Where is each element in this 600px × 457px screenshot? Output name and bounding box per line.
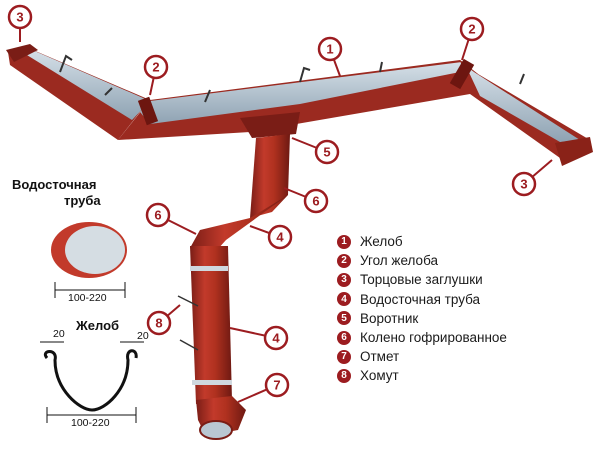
- legend-label: Колено гофрированное: [360, 330, 507, 346]
- callout-circle: [317, 36, 343, 62]
- legend-label: Отмет: [360, 349, 400, 365]
- callout-circle: [143, 54, 169, 80]
- callout-circle: [145, 202, 171, 228]
- callout-circle: [314, 139, 340, 165]
- legend-number: 4: [337, 292, 351, 307]
- legend-item: 5 Воротник: [337, 309, 599, 328]
- legend-label: Воротник: [360, 310, 419, 326]
- legend-number: 1: [337, 234, 351, 249]
- end-cap-left: [6, 44, 38, 62]
- gutter-assembly: [6, 44, 593, 166]
- gutter-section-dim-right: 20: [137, 330, 149, 342]
- callout-circle: [264, 372, 290, 398]
- callout-number: 6: [154, 208, 161, 223]
- callout-number: 1: [326, 42, 333, 57]
- parts-legend: 1 Желоб 2 Угол желоба 3 Торцовые заглушки 4…: [337, 232, 599, 386]
- gutter-angle-joint-right: [449, 58, 475, 90]
- downpipe-upper: [250, 134, 290, 218]
- downpipe-lower: [190, 246, 232, 404]
- legend-number: 3: [337, 272, 351, 287]
- pipe-clamps: [190, 266, 232, 385]
- pipe-section-dimension: 100-220: [68, 292, 107, 304]
- legend-item: 8 Хомут: [337, 366, 599, 385]
- callout-number: 2: [468, 22, 475, 37]
- gutter-right-inner: [466, 66, 580, 142]
- legend-number: 6: [337, 330, 351, 345]
- legend-number: 5: [337, 311, 351, 326]
- gutter-left-segment: [8, 47, 150, 140]
- callout-number: 4: [272, 331, 280, 346]
- clamp-fixings: [177, 295, 199, 351]
- gutter-center-inner: [140, 62, 470, 124]
- legend-item: 2 Угол желоба: [337, 251, 599, 270]
- legend-number: 8: [337, 368, 351, 383]
- callout-number: 5: [323, 145, 330, 160]
- pipe-section-title-line2: труба: [64, 193, 101, 208]
- end-cap-right: [555, 137, 593, 166]
- callout-circle: [263, 325, 289, 351]
- gutter-angle-joint-left: [137, 96, 159, 126]
- callout-number: 3: [520, 177, 527, 192]
- callout-circle: [303, 188, 329, 214]
- callout-circle: [459, 16, 485, 42]
- legend-item: 1 Желоб: [337, 232, 599, 251]
- legend-label: Угол желоба: [360, 253, 438, 269]
- legend-item: 3 Торцовые заглушки: [337, 270, 599, 289]
- gutter-section-dim-left: 20: [53, 328, 65, 340]
- legend-item: 4 Водосточная труба: [337, 290, 599, 309]
- legend-label: Торцовые заглушки: [360, 272, 483, 288]
- gutter-left-inner: [22, 49, 150, 120]
- downpipe-assembly: [177, 134, 290, 440]
- pipe-section-title-line1: Водосточная: [12, 177, 97, 192]
- legend-label: Водосточная труба: [360, 291, 481, 307]
- pipe-section-inner: [65, 226, 125, 274]
- callout-number: 6: [312, 194, 319, 209]
- legend-item: 6 Колено гофрированное: [337, 328, 599, 347]
- funnel-collar: [240, 112, 300, 138]
- callout-group: 3 2 1 2 5 3 6 6 4 8 4 7: [7, 4, 553, 403]
- callout-number: 8: [155, 316, 162, 331]
- callout-circle: [267, 224, 293, 250]
- legend-number: 7: [337, 349, 351, 364]
- callout-number: 2: [152, 60, 159, 75]
- pipe-cross-section: [51, 222, 127, 298]
- downpipe-outlet-opening: [199, 420, 233, 440]
- legend-label: Хомут: [360, 368, 399, 384]
- gutter-section-dimension: 100-220: [71, 417, 110, 429]
- callout-number: 7: [273, 378, 280, 393]
- callout-circle: [146, 310, 172, 336]
- downpipe-elbow: [190, 195, 288, 260]
- gutter-section-title: Желоб: [76, 318, 120, 333]
- legend-number: 2: [337, 253, 351, 268]
- gutter-profile: [43, 349, 138, 412]
- legend-item: 7 Отмет: [337, 347, 599, 366]
- callout-number: 4: [276, 230, 284, 245]
- callout-circle: [7, 4, 33, 30]
- gutter-cross-section: [40, 341, 144, 423]
- callout-number: 3: [16, 10, 23, 25]
- legend-label: Желоб: [360, 234, 403, 250]
- callout-circle: [511, 171, 537, 197]
- gutter-brackets: [59, 54, 525, 103]
